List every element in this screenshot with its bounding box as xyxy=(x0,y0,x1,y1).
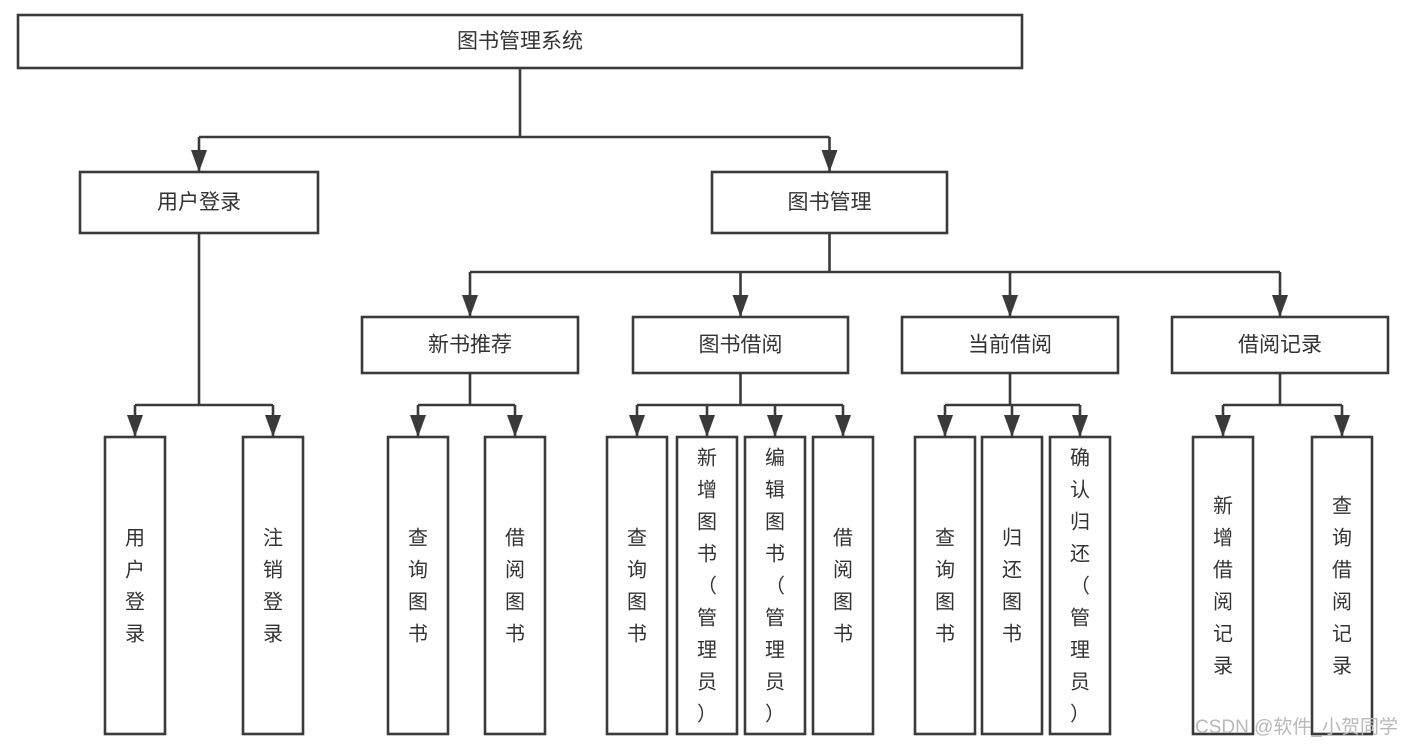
node-label-book-borrow: 图书借阅 xyxy=(699,334,783,357)
arrow-head-leaf-edit-book-admin xyxy=(767,415,783,437)
node-leaf-query-book-current[interactable]: 查询图书 xyxy=(913,435,977,736)
arrow-head-current-borrow xyxy=(1002,295,1018,317)
node-book-management[interactable]: 图书管理 xyxy=(710,170,949,235)
arrow-head-leaf-query-book-current xyxy=(937,415,953,437)
arrow-head-leaf-add-borrow-record xyxy=(1215,415,1231,437)
connector-layer xyxy=(127,68,1350,437)
node-leaf-add-borrow-record[interactable]: 新增借阅记录 xyxy=(1191,435,1255,736)
node-box-user-login[interactable] xyxy=(78,170,320,235)
node-label-leaf-add-borrow-record: 新增借阅记录 xyxy=(1213,495,1233,678)
node-box-leaf-query-book-current[interactable] xyxy=(913,435,977,736)
node-current-borrow[interactable]: 当前借阅 xyxy=(900,315,1120,375)
node-box-book-borrow[interactable] xyxy=(631,315,850,375)
node-box-leaf-add-borrow-record[interactable] xyxy=(1191,435,1255,736)
arrow-head-leaf-query-book-recommend xyxy=(410,415,426,437)
node-box-leaf-borrow-book[interactable] xyxy=(811,435,875,736)
arrow-head-leaf-return-book xyxy=(1004,415,1020,437)
arrow-head-leaf-query-book-borrow xyxy=(629,415,645,437)
node-box-root[interactable] xyxy=(16,13,1024,70)
node-leaf-return-book[interactable]: 归还图书 xyxy=(980,435,1044,736)
node-box-book-management[interactable] xyxy=(710,170,949,235)
node-label-leaf-confirm-return-admin: 确认归还（管理员） xyxy=(1070,447,1090,726)
arrow-head-leaf-logout-login xyxy=(265,415,281,437)
node-leaf-query-book-borrow[interactable]: 查询图书 xyxy=(605,435,669,736)
node-label-borrow-record: 借阅记录 xyxy=(1238,334,1322,357)
node-leaf-add-book-admin[interactable]: 新增图书（管理员） xyxy=(675,435,739,736)
node-user-login[interactable]: 用户登录 xyxy=(78,170,320,235)
arrow-head-leaf-user-login xyxy=(127,415,143,437)
node-box-leaf-query-borrow-record[interactable] xyxy=(1310,435,1374,736)
node-label-leaf-edit-book-admin: 编辑图书（管理员） xyxy=(765,447,785,726)
node-box-leaf-borrow-book-recommend[interactable] xyxy=(483,435,547,736)
node-label-current-borrow: 当前借阅 xyxy=(968,334,1052,357)
node-label-leaf-query-book-current: 查询图书 xyxy=(935,527,955,646)
arrow-head-borrow-record xyxy=(1272,295,1288,317)
node-leaf-borrow-book[interactable]: 借阅图书 xyxy=(811,435,875,736)
node-box-borrow-record[interactable] xyxy=(1170,315,1390,375)
node-leaf-user-login[interactable]: 用户登录 xyxy=(103,435,167,736)
node-leaf-query-book-recommend[interactable]: 查询图书 xyxy=(386,435,450,736)
node-leaf-logout-login[interactable]: 注销登录 xyxy=(241,435,305,736)
node-new-book-recommend[interactable]: 新书推荐 xyxy=(360,315,580,375)
node-label-leaf-query-borrow-record: 查询借阅记录 xyxy=(1332,495,1352,678)
node-box-leaf-confirm-return-admin[interactable] xyxy=(1048,435,1112,736)
node-label-root: 图书管理系统 xyxy=(457,30,583,53)
node-box-new-book-recommend[interactable] xyxy=(360,315,580,375)
node-leaf-query-borrow-record[interactable]: 查询借阅记录 xyxy=(1310,435,1374,736)
arrow-head-leaf-add-book-admin xyxy=(699,415,715,437)
node-label-leaf-borrow-book-recommend: 借阅图书 xyxy=(505,527,525,646)
node-borrow-record[interactable]: 借阅记录 xyxy=(1170,315,1390,375)
node-box-leaf-query-book-recommend[interactable] xyxy=(386,435,450,736)
node-box-leaf-user-login[interactable] xyxy=(103,435,167,736)
arrow-head-book-borrow xyxy=(732,295,749,317)
node-box-leaf-return-book[interactable] xyxy=(980,435,1044,736)
node-box-leaf-edit-book-admin[interactable] xyxy=(743,435,807,736)
node-box-current-borrow[interactable] xyxy=(900,315,1120,375)
node-root[interactable]: 图书管理系统 xyxy=(16,13,1024,70)
arrow-head-leaf-query-borrow-record xyxy=(1334,415,1350,437)
node-label-book-management: 图书管理 xyxy=(788,191,872,214)
node-leaf-edit-book-admin[interactable]: 编辑图书（管理员） xyxy=(743,435,807,736)
arrow-head-book-management xyxy=(821,150,838,172)
arrow-head-user-login xyxy=(191,150,207,172)
node-book-borrow[interactable]: 图书借阅 xyxy=(631,315,850,375)
node-label-leaf-logout-login: 注销登录 xyxy=(263,527,283,646)
node-leaf-borrow-book-recommend[interactable]: 借阅图书 xyxy=(483,435,547,736)
node-label-user-login: 用户登录 xyxy=(157,191,241,214)
csdn-watermark: CSDN @软件_小贺同学 xyxy=(1195,716,1398,738)
arrow-head-leaf-confirm-return-admin xyxy=(1072,415,1088,437)
arrow-head-new-book-recommend xyxy=(462,295,478,317)
arrow-head-leaf-borrow-book xyxy=(835,415,851,437)
arrow-head-leaf-borrow-book-recommend xyxy=(507,415,523,437)
node-label-leaf-query-book-recommend: 查询图书 xyxy=(408,527,428,646)
node-label-leaf-add-book-admin: 新增图书（管理员） xyxy=(697,447,717,726)
node-box-leaf-add-book-admin[interactable] xyxy=(675,435,739,736)
node-label-leaf-user-login: 用户登录 xyxy=(125,528,145,646)
node-label-leaf-borrow-book: 借阅图书 xyxy=(833,527,853,646)
node-box-leaf-logout-login[interactable] xyxy=(241,435,305,736)
node-box-leaf-query-book-borrow[interactable] xyxy=(605,435,669,736)
node-label-leaf-query-book-borrow: 查询图书 xyxy=(627,527,647,646)
node-label-leaf-return-book: 归还图书 xyxy=(1002,527,1022,646)
node-label-new-book-recommend: 新书推荐 xyxy=(428,334,512,357)
node-layer: 图书管理系统用户登录图书管理新书推荐图书借阅当前借阅借阅记录用户登录注销登录查询… xyxy=(16,13,1390,736)
node-leaf-confirm-return-admin[interactable]: 确认归还（管理员） xyxy=(1048,435,1112,736)
